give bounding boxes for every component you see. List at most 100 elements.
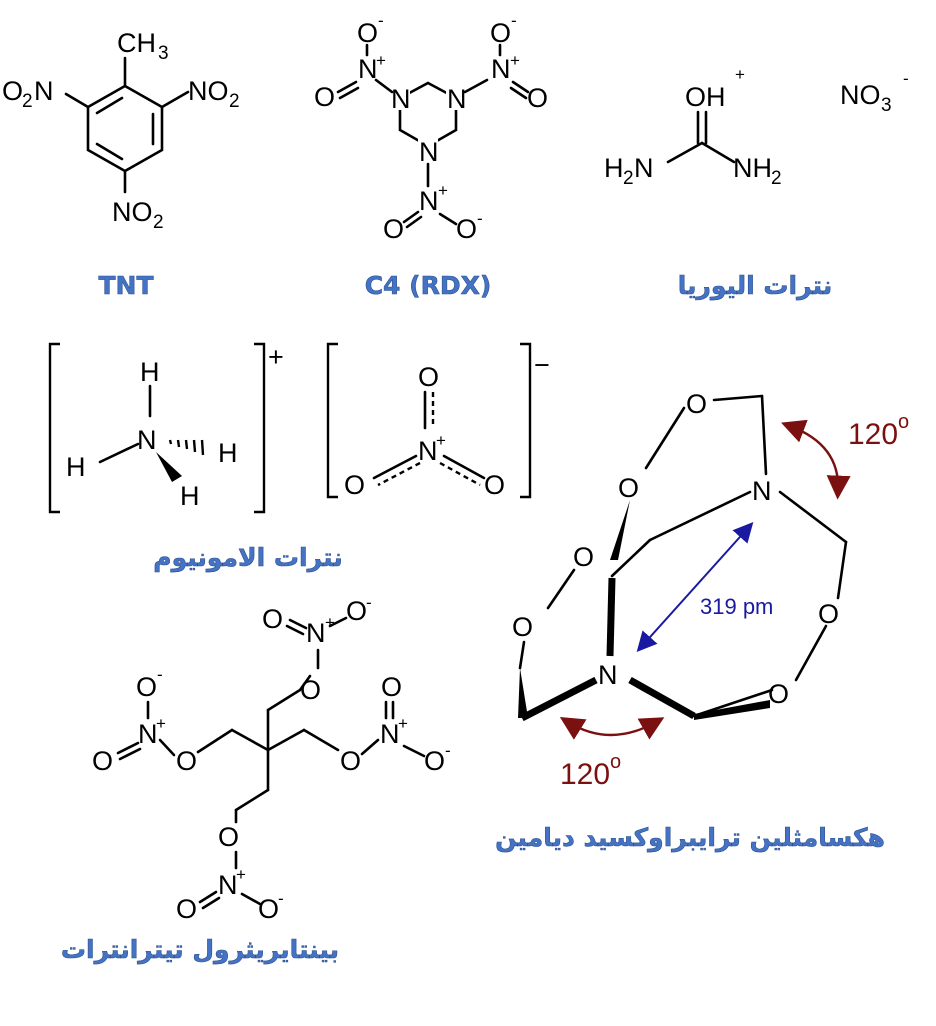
rdx-nitro2-o2: O bbox=[527, 83, 548, 113]
rdx-n2: N bbox=[447, 84, 467, 114]
petn-bottom-o2: O bbox=[176, 894, 197, 924]
rdx-nitro3-n: N bbox=[419, 186, 439, 216]
urea-no3-sub: 3 bbox=[881, 95, 892, 116]
petn-left-o2-minus: - bbox=[157, 665, 163, 684]
ammonium-h-left: H bbox=[66, 452, 86, 482]
urea-nh2-sub: 2 bbox=[771, 168, 782, 189]
urea-h2n-n: N bbox=[634, 153, 654, 183]
ammonium-nitrate-structure: + H N H H H − O N + O O bbox=[48, 342, 550, 514]
tnt-no2-right: NO bbox=[188, 76, 229, 106]
ammonium-h-right: H bbox=[218, 438, 238, 468]
petn-left-o3: O bbox=[92, 746, 113, 776]
caption-rdx: C4 (RDX) bbox=[365, 271, 492, 300]
urea-h2n-h: H bbox=[604, 153, 624, 183]
tnt-o2n-left-sub: 2 bbox=[22, 91, 33, 112]
petn-right-n-plus: + bbox=[398, 714, 408, 733]
petn-right-o: O bbox=[340, 746, 361, 776]
urea-no3-minus: - bbox=[903, 69, 909, 88]
rdx-nitro1-o2: O bbox=[314, 82, 335, 112]
petn-top-o2: O bbox=[262, 604, 283, 634]
tnt-no2-bottom-sub: 2 bbox=[153, 212, 164, 233]
caption-ammonium-nitrate: نترات الامونيوم bbox=[153, 543, 342, 573]
petn-right-o2: O bbox=[381, 672, 402, 702]
caption-petn: بينتايريثرول تيترانترات bbox=[61, 935, 339, 965]
petn-right-o3: O bbox=[424, 746, 445, 776]
rdx-nitro3-minus: - bbox=[477, 209, 483, 228]
petn-top-o3: O bbox=[346, 596, 367, 626]
petn-bottom-o: O bbox=[218, 822, 239, 852]
urea-nh2: NH bbox=[733, 153, 772, 183]
nitrate-o-left: O bbox=[344, 470, 365, 500]
urea-h2n-sub: 2 bbox=[623, 168, 634, 189]
hmtd-o4: O bbox=[512, 612, 533, 642]
tnt-ch3-c: CH bbox=[117, 28, 156, 58]
ammonium-h-bottom: H bbox=[180, 481, 200, 511]
petn-structure: O N + O O - O N + O - O O N + O O - O bbox=[92, 593, 451, 924]
petn-left-n: N bbox=[138, 719, 158, 749]
petn-top-o: O bbox=[300, 675, 321, 705]
tnt-no2-bottom: NO bbox=[112, 197, 153, 227]
hmtd-o5: O bbox=[818, 599, 839, 629]
tnt-no2-right-sub: 2 bbox=[229, 91, 240, 112]
rdx-nitro1-n: N bbox=[358, 54, 378, 84]
rdx-nitro1-minus: - bbox=[378, 11, 384, 30]
hmtd-n-top: N bbox=[752, 476, 772, 506]
petn-left-o2: O bbox=[136, 672, 157, 702]
petn-right-n: N bbox=[380, 719, 400, 749]
urea-nitrate-structure: OH + H 2 N NH 2 NO 3 - bbox=[604, 65, 909, 189]
rdx-nitro2-n: N bbox=[491, 54, 511, 84]
hmtd-o6: O bbox=[768, 679, 789, 709]
tnt-o2n-left-o: O bbox=[2, 76, 23, 106]
petn-top-o3-minus: - bbox=[366, 593, 372, 612]
petn-right-o3-minus: - bbox=[445, 741, 451, 760]
hmtd-o3: O bbox=[573, 542, 594, 572]
ammonium-n: N bbox=[137, 425, 157, 455]
rdx-nitro2-minus: - bbox=[511, 11, 517, 30]
tnt-structure: CH 3 NO 2 O 2 N NO 2 bbox=[2, 28, 240, 233]
urea-no3: NO bbox=[840, 80, 881, 110]
rdx-nitro3-o2: O bbox=[456, 214, 477, 244]
nitrate-n-plus: + bbox=[436, 431, 446, 450]
rdx-nitro2-plus: + bbox=[510, 51, 520, 70]
nitrate-n: N bbox=[418, 436, 438, 466]
hmtd-n-bottom: N bbox=[598, 660, 618, 690]
tnt-ch3-sub: 3 bbox=[158, 43, 169, 64]
hmtd-angle-top-degree: o bbox=[898, 411, 909, 433]
hmtd-angle-bottom: 120 bbox=[560, 758, 610, 791]
urea-plus: + bbox=[735, 65, 745, 84]
petn-top-n: N bbox=[306, 618, 326, 648]
tnt-o2n-left-n: N bbox=[34, 76, 54, 106]
nitrate-minus: − bbox=[534, 350, 550, 380]
petn-bottom-n-plus: + bbox=[236, 865, 246, 884]
hmtd-o1: O bbox=[686, 389, 707, 419]
rdx-n1: N bbox=[391, 84, 411, 114]
nitrate-o-right: O bbox=[484, 470, 505, 500]
petn-bottom-o3: O bbox=[258, 894, 279, 924]
rdx-nitro2-o1: O bbox=[490, 18, 511, 48]
ammonium-h-top: H bbox=[140, 357, 160, 387]
rdx-nitro3-o1: O bbox=[383, 214, 404, 244]
rdx-nitro1-plus: + bbox=[376, 51, 386, 70]
petn-bottom-n: N bbox=[218, 870, 238, 900]
hmtd-angle-top: 120 bbox=[848, 418, 898, 451]
caption-tnt: TNT bbox=[98, 271, 153, 300]
rdx-nitro3-plus: + bbox=[438, 181, 448, 200]
ammonium-plus: + bbox=[268, 342, 284, 372]
hmtd-distance: 319 pm bbox=[700, 594, 773, 619]
petn-bottom-o3-minus: - bbox=[278, 889, 284, 908]
petn-left-o: O bbox=[176, 746, 197, 776]
rdx-nitro1-o1: O bbox=[357, 18, 378, 48]
rdx-n3: N bbox=[419, 137, 439, 167]
hmtd-o2: O bbox=[618, 473, 639, 503]
petn-left-n-plus: + bbox=[156, 714, 166, 733]
hmtd-structure: N N O O O O O O 120 o 120 o bbox=[512, 389, 909, 791]
petn-top-n-plus: + bbox=[325, 613, 335, 632]
caption-hmtd: هكسامثلين ترايبراوكسيد ديامين bbox=[495, 823, 885, 853]
urea-oh: OH bbox=[685, 82, 726, 112]
caption-urea-nitrate: نترات اليوريا bbox=[678, 271, 833, 301]
nitrate-o-top: O bbox=[418, 362, 439, 392]
hmtd-angle-bottom-degree: o bbox=[610, 751, 621, 773]
rdx-structure: N N N N + O - O N + O - O N + O O - bbox=[314, 11, 548, 244]
